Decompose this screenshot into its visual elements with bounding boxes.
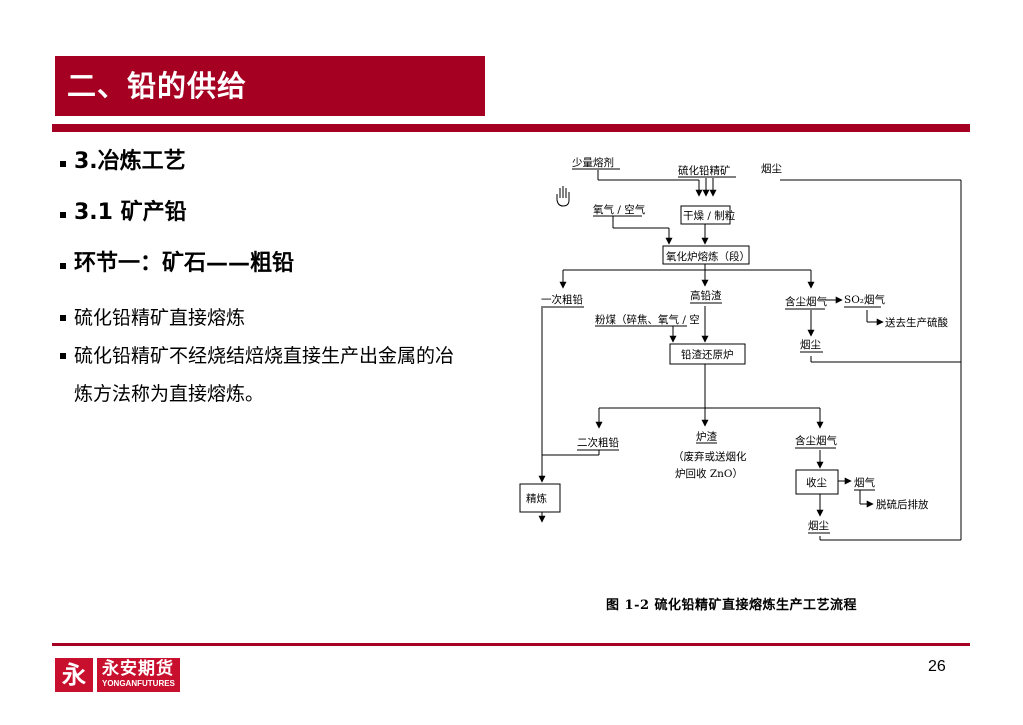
bullet-square-icon <box>60 315 66 321</box>
figure-caption: 图 1-2 硫化铅精矿直接熔炼生产工艺流程 <box>606 598 858 613</box>
node-reduction: 铅渣还原炉 <box>681 348 734 361</box>
flow-svg: 少量熔剂 硫化铅精矿 烟尘 氧气 / 空气 干燥 / 制粒 氧化炉熔炼（段） 一… <box>519 156 962 541</box>
bullet-text: 硫化铅精矿不经烧结焙烧直接生产出金属的冶炼方法称为直接熔炼。 <box>74 345 455 405</box>
dry-box <box>680 205 731 225</box>
footer-rule <box>52 643 970 646</box>
node-desulf: 脱硫后排放 <box>876 498 929 511</box>
node-dust-gas-2: 含尘烟气 <box>795 434 837 447</box>
node-oxygen: 氧气 / 空气 <box>593 203 646 216</box>
bullet-item: 硫化铅精矿直接熔炼 <box>58 299 478 337</box>
bullet-text: 3.1 矿产铅 <box>74 200 187 225</box>
bullet-item: 环节一：矿石——粗铅 <box>58 248 478 299</box>
node-flue-gas: 烟气 <box>854 476 875 489</box>
bullet-square-icon <box>60 212 66 218</box>
bullet-item: 3.1 矿产铅 <box>58 197 478 248</box>
node-oxidation: 氧化炉熔炼（段） <box>666 250 750 263</box>
bullet-square-icon <box>60 353 66 359</box>
oxidation-box <box>662 245 750 265</box>
node-high-slag: 高铅渣 <box>690 289 722 302</box>
node-dry: 干燥 / 制粒 <box>683 209 736 222</box>
refine-box <box>519 483 561 513</box>
node-refine: 精炼 <box>526 492 547 505</box>
node-dust-mid: 烟尘 <box>800 338 821 351</box>
node-dust-top: 烟尘 <box>761 162 782 175</box>
collect-box <box>795 469 839 495</box>
bullet-text: 硫化铅精矿直接熔炼 <box>74 307 246 329</box>
node-dust-bottom: 烟尘 <box>808 519 829 532</box>
bullet-item: 3.冶炼工艺 <box>58 146 478 197</box>
node-dust-gas-1: 含尘烟气 <box>785 295 827 308</box>
logo-en: YONGANFUTURES <box>102 679 175 688</box>
bullet-list: 3.冶炼工艺 3.1 矿产铅 环节一：矿石——粗铅 硫化铅精矿直接熔炼 硫化铅精… <box>58 146 478 413</box>
bullet-square-icon <box>60 263 66 269</box>
node-slag: 炉渣 <box>696 430 717 443</box>
node-flux: 少量熔剂 <box>572 156 614 169</box>
node-slag-note-2: 炉回收 ZnO） <box>675 467 743 480</box>
node-primary-lead: 一次粗铅 <box>541 293 583 306</box>
hand-cursor-icon <box>556 186 570 207</box>
company-logo: 永 永安期货 YONGANFUTURES <box>55 658 180 692</box>
bullet-text: 3.冶炼工艺 <box>74 149 186 174</box>
reduction-box <box>669 343 746 365</box>
process-flow-diagram: 少量熔剂 硫化铅精矿 烟尘 氧气 / 空气 干燥 / 制粒 氧化炉熔炼（段） 一… <box>515 150 965 554</box>
logo-cn: 永安期货 <box>102 659 174 679</box>
node-so2: SO₂烟气 <box>844 293 886 306</box>
node-acid: 送去生产硫酸 <box>885 316 948 329</box>
page-number: 26 <box>928 658 946 675</box>
bullet-item: 硫化铅精矿不经烧结焙烧直接生产出金属的冶炼方法称为直接熔炼。 <box>58 337 454 413</box>
slide-title: 二、铅的供给 <box>55 56 485 116</box>
node-coal: 粉煤（碎焦、氧气 / 空 <box>595 313 700 326</box>
node-collect: 收尘 <box>806 476 827 489</box>
node-secondary-lead: 二次粗铅 <box>577 436 619 449</box>
header-rule <box>52 124 970 132</box>
node-concentrate: 硫化铅精矿 <box>678 164 731 177</box>
logo-mark: 永 <box>55 658 93 692</box>
bullet-square-icon <box>60 161 66 167</box>
node-slag-note-1: （废弃或送烟化 <box>673 450 747 463</box>
logo-text: 永安期货 YONGANFUTURES <box>97 658 180 692</box>
bullet-text: 环节一：矿石——粗铅 <box>74 251 295 276</box>
